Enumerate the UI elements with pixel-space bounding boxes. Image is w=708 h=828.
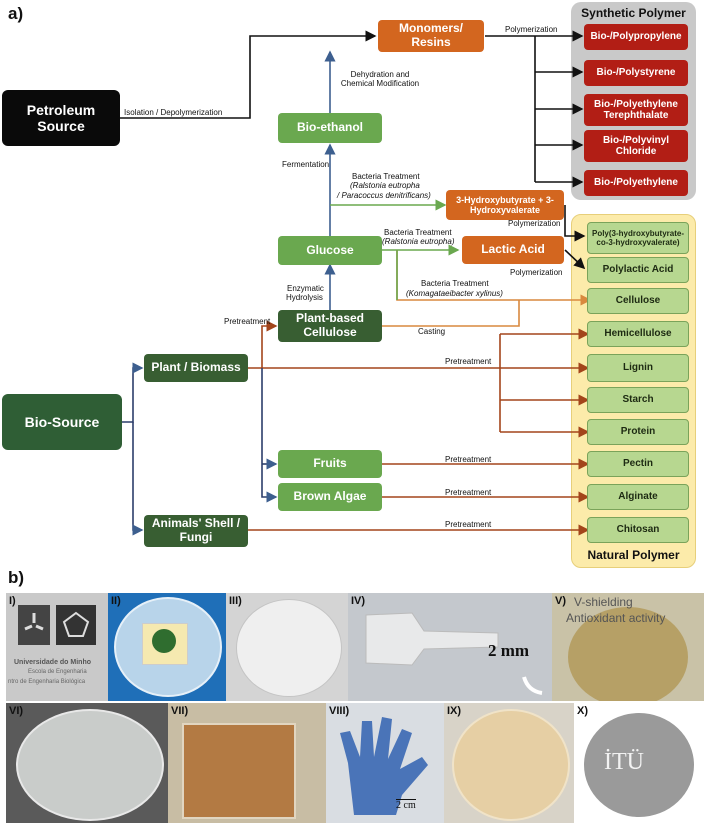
photo-vii: VII) [168,703,326,823]
logo-block [56,605,96,645]
flow-connectors [120,30,592,536]
fruits-node: Fruits [278,450,382,478]
synthetic-item: Bio-/Polyvinyl Chloride [584,130,688,162]
photo-label: VII) [171,705,189,717]
photo-label: VI) [9,705,24,717]
panel-a-label: a) [8,4,24,23]
photo-text: Escola de Engenharia [28,669,87,675]
pentagon-icon [62,611,90,637]
synthetic-item: Bio-/Polypropylene [584,24,688,50]
photo-viii: 2 cm VIII) [326,703,444,823]
photo-iv: 2 mm IV) [348,593,552,701]
scale-text: 2 cm [396,799,416,811]
natural-item: Polylactic Acid [587,257,689,283]
bacteria-species-label: / Paracoccus denitrificans) [337,191,431,200]
natural-item: Hemicellulose [587,321,689,347]
bacteria-label: Bacteria Treatment [352,172,420,181]
photo-iii: III) [226,593,348,701]
hydroxybutyrate-node: 3-Hydroxybutyrate + 3-Hydroxyvalerate [446,190,564,220]
seal-icon [152,629,176,653]
tensile-specimen [365,612,499,666]
dehydration-label: Dehydration and Chemical Modification [340,70,420,89]
photo-vi: VI) [6,703,168,823]
photo-label: X) [577,705,588,717]
photo-i: Universidade do Minho Escola de Engenhar… [6,593,110,701]
natural-item: Pectin [587,451,689,477]
bacteria-species-label: (Komagataeibacter xylinus) [406,289,503,298]
logo-text: İTÜ [604,749,644,775]
synthetic-polymer-title: Synthetic Polymer [581,6,686,20]
natural-item: Chitosan [587,517,689,543]
arrow-icon [522,676,543,695]
animals-fungi-node: Animals' Shell / Fungi [144,515,248,547]
photo-label: IX) [447,705,462,717]
glove-icon [340,717,428,815]
natural-item: Alginate [587,484,689,510]
pretreatment-label: Pretreatment [445,455,492,464]
polymerization-label: Polymerization [505,25,558,34]
photo-text: V-shielding [574,595,633,609]
photo-label: VIII) [329,705,350,717]
bacteria-label: Bacteria Treatment [384,228,452,237]
natural-polymer-title: Natural Polymer [587,548,680,562]
photo-text: ntro de Engenharia Biológica [8,679,86,685]
photo-label: V) [555,595,566,607]
film-sample [568,607,688,701]
bacteria-species-label: (Ralstonia eutropha) [382,237,455,246]
photo-text: Antioxidant activity [566,611,666,625]
bioethanol-node: Bio-ethanol [278,113,382,143]
enzymatic-label: Enzymatic [287,284,324,293]
polymerization-label: Polymerization [508,219,561,228]
hydrolysis-label: Hydrolysis [286,293,323,302]
film-sample [236,599,342,697]
petroleum-source-node: Petroleum Source [2,90,120,146]
synthetic-item: Bio-/Polyethylene [584,170,688,196]
film-sample [452,709,570,821]
photo-label: II) [111,595,121,607]
photo-label: IV) [351,595,366,607]
brown-algae-node: Brown Algae [278,483,382,511]
plant-cellulose-node: Plant-based Cellulose [278,310,382,342]
bacteria-label: Bacteria Treatment [421,279,489,288]
pretreatment-label: Pretreatment [224,317,271,326]
star-logo-icon [24,613,44,631]
panel-b-label: b) [8,568,25,587]
bacteria-species-label: (Ralstonia eutropha [350,181,420,190]
natural-item: Starch [587,387,689,413]
photo-ii: II) [108,593,226,701]
lactic-acid-node: Lactic Acid [462,236,564,264]
plant-biomass-node: Plant / Biomass [144,354,248,382]
fermentation-label: Fermentation [282,160,330,169]
pretreatment-label: Pretreatment [445,520,492,529]
monomers-resins-node: Monomers/ Resins [378,20,484,52]
polymerization-label: Polymerization [510,268,563,277]
casting-label: Casting [418,327,446,336]
natural-item: Poly(3-hydroxybutyrate-co-3-hydroxyvaler… [587,222,689,254]
photo-v: V-shielding Antioxidant activity V) [552,593,704,701]
bio-source-node: Bio-Source [2,394,122,450]
logo-block [18,605,50,645]
glucose-node: Glucose [278,236,382,265]
isolation-label: Isolation / Depolymerization [124,108,223,117]
photo-label: III) [229,595,242,607]
natural-item: Lignin [587,354,689,382]
photo-ix: IX) [444,703,574,823]
photo-label: I) [9,595,16,607]
film-sample [182,723,296,819]
dimension-text: 2 mm [488,641,530,660]
pretreatment-label: Pretreatment [445,488,492,497]
natural-item: Cellulose [587,288,689,314]
petri-dish [16,709,164,821]
natural-item: Protein [587,419,689,445]
photo-text: Universidade do Minho [14,659,92,666]
pretreatment-label: Pretreatment [445,357,492,366]
synthetic-item: Bio-/Polyethylene Terephthalate [584,94,688,126]
photo-x: İTÜ X) [574,703,704,823]
film-sample [584,713,694,817]
synthetic-item: Bio-/Polystyrene [584,60,688,86]
